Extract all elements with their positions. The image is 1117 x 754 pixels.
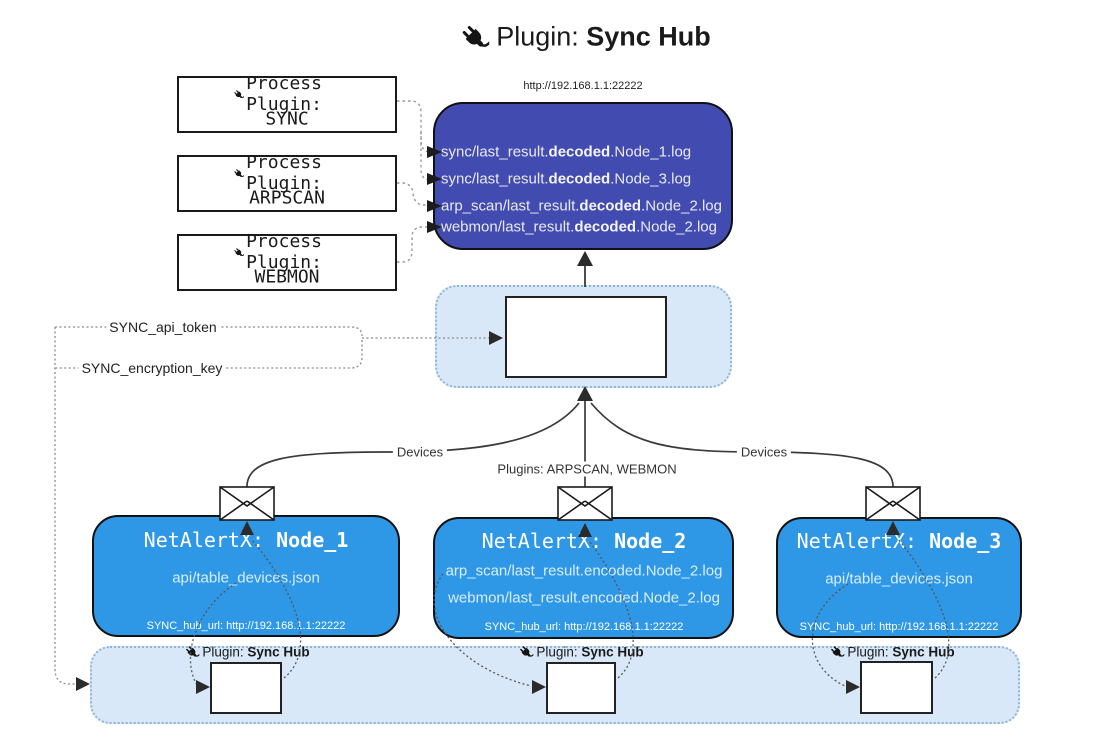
decode-to-hub-arrow — [577, 251, 593, 287]
page-title: Plugin: Sync Hub — [459, 22, 711, 53]
encoder-plugin-label: Plugin: Sync Hub — [829, 645, 955, 660]
node-file-line: webmon/last_result.encoded.Node_2.log — [448, 589, 720, 607]
process-plugin-name: WEBMON — [254, 266, 320, 288]
edge-label-devices-left: Devices — [392, 444, 448, 460]
hub-log-line: arp_scan/last_result.decoded.Node_2.log — [441, 197, 722, 215]
node-file-line: api/table_devices.json — [172, 569, 320, 587]
plug-icon — [831, 646, 845, 657]
node-box-node1 — [92, 515, 400, 637]
hub-log-line: sync/last_result.decoded.Node_3.log — [441, 170, 692, 188]
title-prefix: Plugin: — [496, 21, 587, 52]
envelope-icon — [557, 486, 613, 521]
node-file-line: arp_scan/last_result.encoded.Node_2.log — [445, 562, 723, 580]
arrowhead-into-decode-container — [577, 386, 593, 401]
plug-icon — [520, 646, 534, 657]
node-hub-url: SYNC_hub_url: http://192.168.1.1:22222 — [484, 621, 684, 633]
node-title: NetAlertX: Node_1 — [143, 528, 349, 552]
hub-box — [433, 102, 733, 250]
process-plugin-name: SYNC — [265, 108, 309, 130]
plug-icon — [186, 646, 200, 657]
process-plugin-label: Process Plugin: — [246, 152, 322, 194]
encode-box — [546, 662, 616, 714]
encoder-plugin-label: Plugin: Sync Hub — [184, 645, 310, 660]
process-to-hub-connectors — [397, 100, 431, 263]
envelope-icon — [865, 486, 921, 521]
title-name: Sync Hub — [586, 21, 711, 52]
node-hub-url: SYNC_hub_url: http://192.168.1.1:22222 — [799, 621, 999, 633]
process-plugin-box-webmon: Process Plugin: WEBMON — [177, 231, 397, 291]
process-plugin-box-arpscan: Process Plugin: ARPSCAN — [177, 152, 397, 212]
plug-icon — [234, 247, 245, 256]
encode-box — [210, 662, 282, 714]
node-file-line: api/table_devices.json — [825, 570, 973, 588]
encoder-plugin-label: Plugin: Sync Hub — [518, 645, 644, 660]
process-plugin-label: Process Plugin: — [246, 73, 322, 115]
hub-log-line: sync/last_result.decoded.Node_1.log — [441, 143, 692, 161]
plug-icon — [234, 168, 245, 177]
decode-box — [505, 296, 667, 378]
process-plugin-box-sync: Process Plugin: SYNC — [177, 73, 397, 133]
hub-log-line: webmon/last_result.decoded.Node_2.log — [441, 218, 717, 236]
sync-encryption-key-label: SYNC_encryption_key — [78, 360, 226, 376]
hub-url-label: http://192.168.1.1:22222 — [523, 80, 643, 92]
node-title: NetAlertX: Node_2 — [481, 529, 687, 553]
plug-icon — [462, 25, 490, 47]
encode-box — [860, 661, 933, 714]
arrowhead-into-encode-container — [76, 677, 90, 691]
process-plugin-label: Process Plugin: — [246, 231, 322, 273]
edge-label-plugins: Plugins: ARPSCAN, WEBMON — [493, 461, 681, 477]
plug-icon — [234, 89, 245, 98]
sync-api-token-label: SYNC_api_token — [106, 319, 220, 335]
edge-label-devices-right: Devices — [736, 444, 792, 460]
process-plugin-name: ARPSCAN — [249, 187, 325, 209]
node-title: NetAlertX: Node_3 — [796, 529, 1002, 553]
node-hub-url: SYNC_hub_url: http://192.168.1.1:22222 — [146, 620, 346, 632]
